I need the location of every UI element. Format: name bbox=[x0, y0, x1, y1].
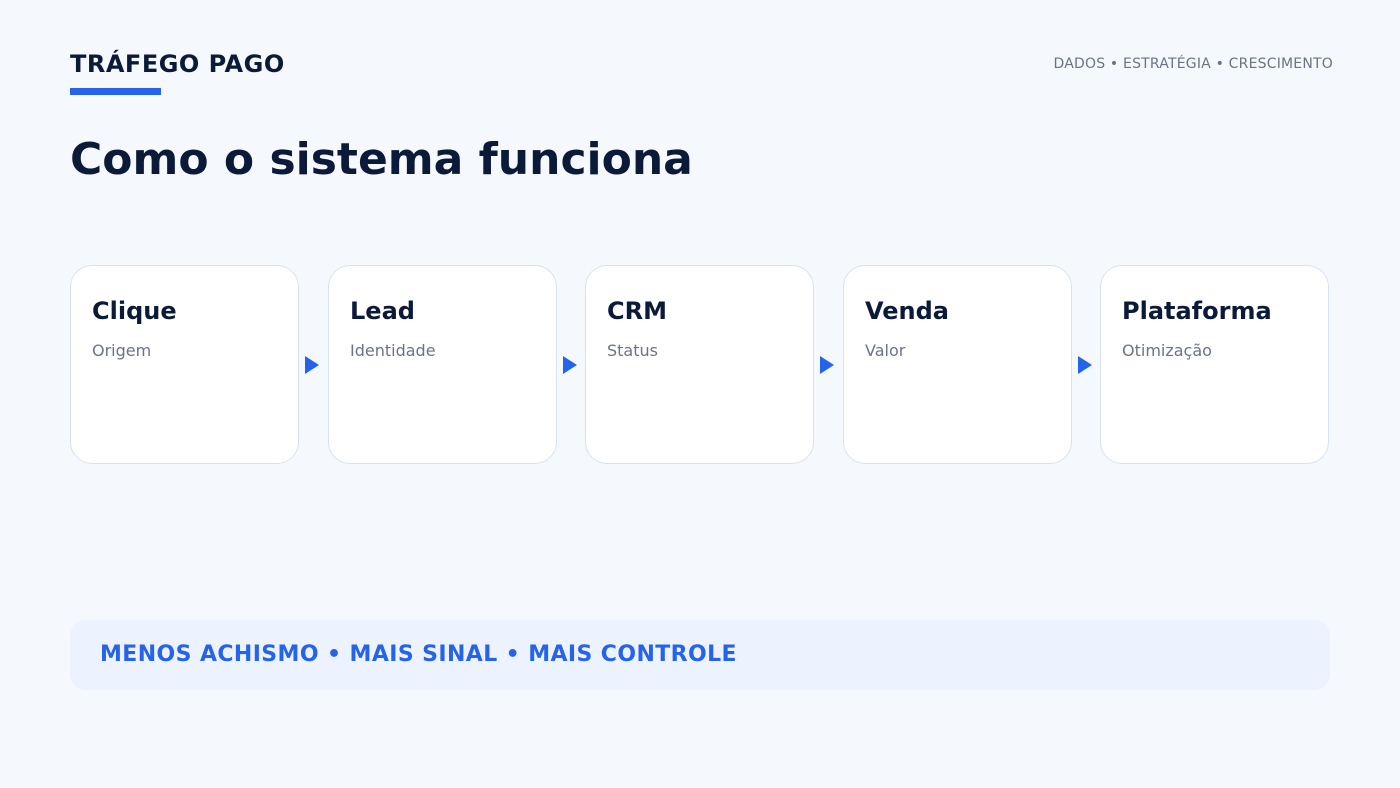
step-subtitle: Otimização bbox=[1122, 341, 1212, 360]
process-flow: Clique Origem Lead Identidade CRM Status… bbox=[70, 265, 1331, 466]
step-card-lead: Lead Identidade bbox=[328, 265, 557, 464]
step-title: Clique bbox=[92, 297, 177, 325]
footer-banner-text: MENOS ACHISMO • MAIS SINAL • MAIS CONTRO… bbox=[100, 642, 737, 667]
step-subtitle: Status bbox=[607, 341, 658, 360]
page-title: Como o sistema funciona bbox=[70, 134, 693, 185]
arrow-right-icon bbox=[820, 356, 834, 374]
step-card-plataforma: Plataforma Otimização bbox=[1100, 265, 1329, 464]
step-card-crm: CRM Status bbox=[585, 265, 814, 464]
brand-underline bbox=[70, 88, 161, 95]
brand-title: TRÁFEGO PAGO bbox=[70, 50, 285, 78]
step-title: Lead bbox=[350, 297, 415, 325]
footer-banner: MENOS ACHISMO • MAIS SINAL • MAIS CONTRO… bbox=[70, 620, 1330, 690]
step-title: Plataforma bbox=[1122, 297, 1272, 325]
arrow-right-icon bbox=[563, 356, 577, 374]
step-subtitle: Origem bbox=[92, 341, 152, 360]
step-title: CRM bbox=[607, 297, 667, 325]
arrow-right-icon bbox=[1078, 356, 1092, 374]
step-subtitle: Identidade bbox=[350, 341, 436, 360]
arrow-right-icon bbox=[305, 356, 319, 374]
step-card-clique: Clique Origem bbox=[70, 265, 299, 464]
step-subtitle: Valor bbox=[865, 341, 906, 360]
header-tagline: DADOS • ESTRATÉGIA • CRESCIMENTO bbox=[1053, 56, 1333, 72]
step-title: Venda bbox=[865, 297, 949, 325]
step-card-venda: Venda Valor bbox=[843, 265, 1072, 464]
